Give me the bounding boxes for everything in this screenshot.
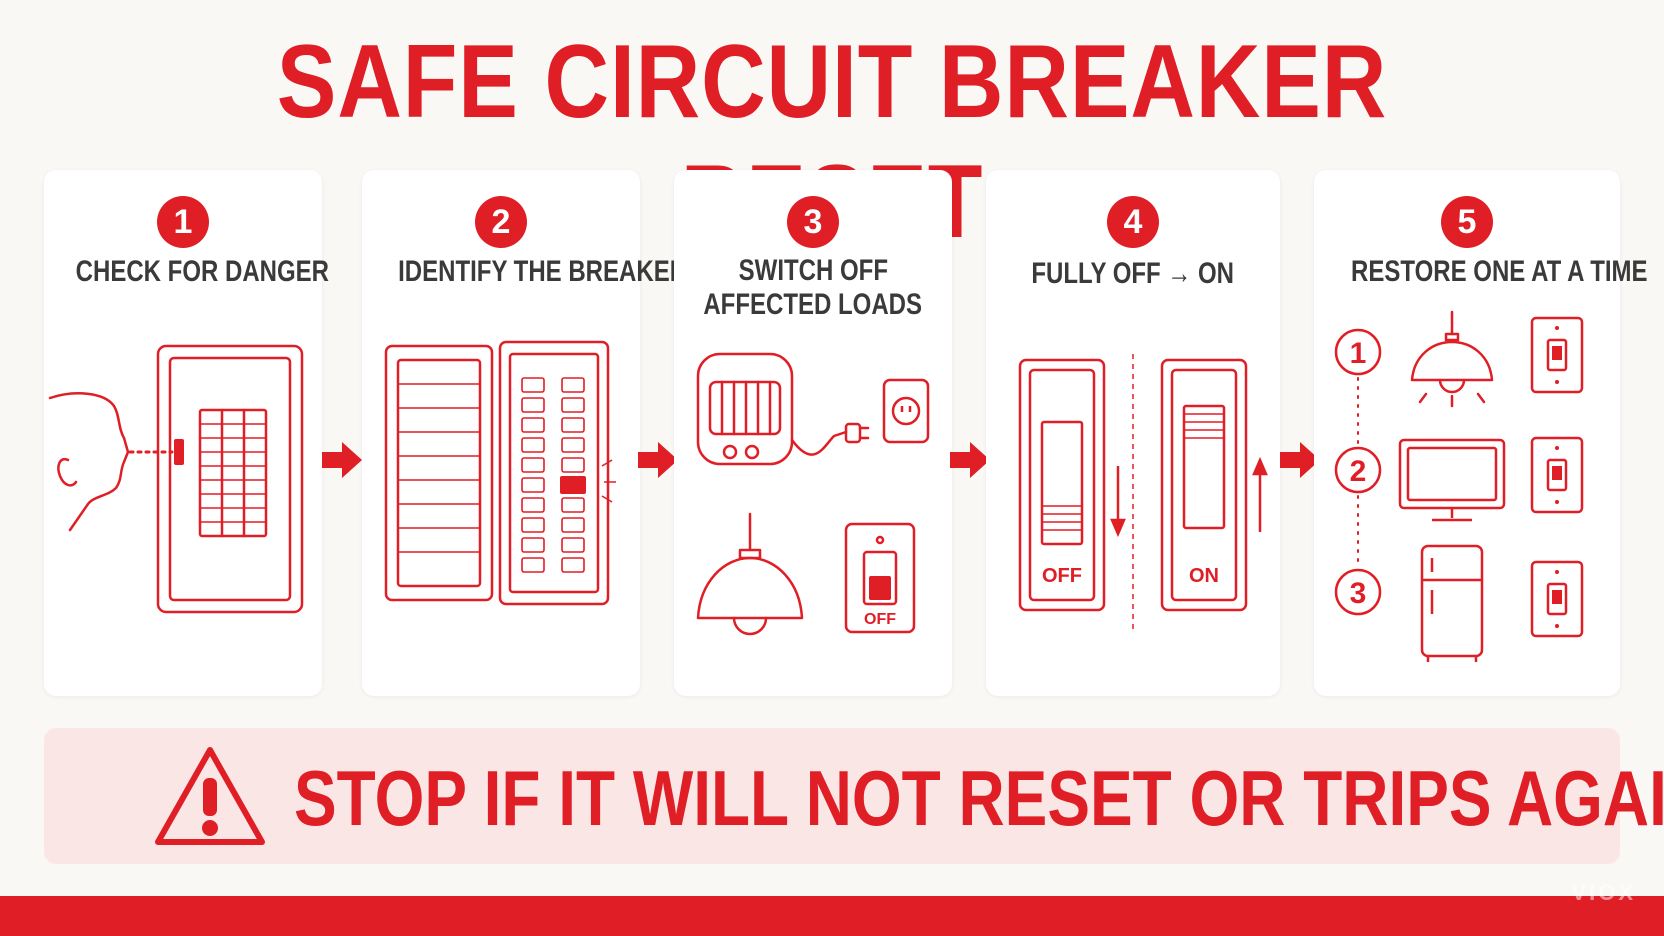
step-label-4: FULLY OFF → ON — [1031, 257, 1235, 290]
step-card-3: 3 SWITCH OFF AFFECTED LOADS — [674, 170, 952, 696]
step-card-5: 5 RESTORE ONE AT A TIME 1 2 3 — [1314, 170, 1648, 696]
step-card-4: 4 FULLY OFF → ON OFF ON — [986, 170, 1280, 696]
space-heater-icon — [696, 352, 870, 466]
step-card-2: 2 IDENTIFY THE BREAKER — [362, 170, 688, 696]
step-label-3: SWITCH OFF AFFECTED LOADS — [703, 254, 923, 321]
warning-banner: STOP IF IT WILL NOT RESET OR TRIPS AGAIN — [44, 728, 1664, 864]
step-number-4: 4 — [1107, 196, 1159, 248]
pendant-lamp-icon — [696, 512, 804, 636]
flow-arrow-icon — [638, 442, 678, 478]
restore-sequence-icon: 1 2 3 — [1334, 310, 1584, 662]
sequence-number: 3 — [1350, 577, 1367, 610]
step-number-3: 3 — [787, 196, 839, 248]
wall-switch-icon — [1530, 316, 1584, 638]
breaker-panel-inspection-icon — [48, 344, 304, 614]
warning-text: STOP IF IT WILL NOT RESET OR TRIPS AGAIN — [294, 754, 1664, 842]
flow-arrow-icon — [950, 442, 990, 478]
step-card-1: 1 CHECK FOR DANGER — [44, 170, 330, 696]
flow-arrow-icon — [322, 442, 362, 478]
step-label-1: CHECK FOR DANGER — [75, 255, 330, 288]
step-number-5: 5 — [1441, 196, 1493, 248]
watermark: VIOX — [1571, 880, 1636, 905]
breaker-panel-icon — [384, 340, 616, 606]
breaker-off-on-icon: OFF ON — [1018, 354, 1268, 630]
footer-bar — [0, 896, 1664, 936]
step-label-5: RESTORE ONE AT A TIME — [1351, 255, 1648, 288]
off-label: OFF — [1042, 565, 1082, 587]
affected-loads-icon: OFF — [696, 352, 930, 636]
switch-off-label: OFF — [864, 611, 896, 628]
television-icon — [1398, 438, 1506, 522]
wall-switch-icon — [844, 522, 916, 634]
refrigerator-icon — [1420, 544, 1484, 662]
flow-arrow-icon — [1280, 442, 1320, 478]
step-number-2: 2 — [475, 196, 527, 248]
step-label-2: IDENTIFY THE BREAKER — [398, 255, 688, 288]
warning-triangle-icon — [155, 747, 265, 845]
on-label: ON — [1189, 565, 1219, 587]
step-number-1: 1 — [157, 196, 209, 248]
wall-outlet-icon — [882, 378, 930, 444]
pendant-lamp-icon — [1410, 310, 1494, 408]
sequence-number: 1 — [1350, 337, 1367, 370]
sequence-number: 2 — [1350, 455, 1367, 488]
